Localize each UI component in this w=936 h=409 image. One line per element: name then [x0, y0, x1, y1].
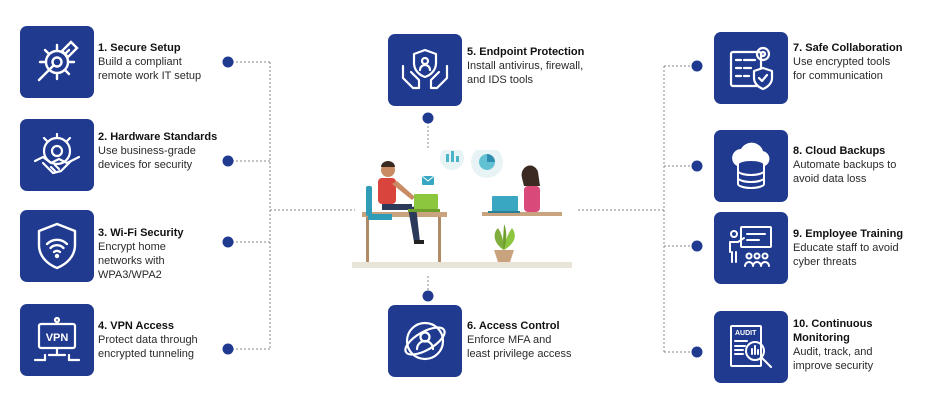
step-8-title: 8. Cloud Backups: [793, 145, 886, 157]
presentation-audience-icon: [729, 226, 772, 267]
step-2-tile: [20, 119, 94, 191]
step-10-line-2: improve security: [793, 360, 874, 372]
audit-label: AUDIT: [735, 330, 757, 337]
step-10-line-1: Audit, track, and: [793, 346, 873, 358]
step-10-tile: AUDIT: [714, 311, 788, 383]
step-5-line-2: and IDS tools: [467, 74, 534, 86]
step-7-text: 7. Safe Collaboration Use encrypted tool…: [793, 41, 902, 83]
step-2-title: 2. Hardware Standards: [98, 131, 218, 143]
step-1-line-1: Build a compliant: [98, 56, 182, 68]
audit-magnifier-icon: AUDIT: [730, 325, 772, 368]
step-3-line-2: networks with: [98, 255, 165, 267]
step-4-text: 4. VPN Access Protect data through encry…: [98, 319, 198, 361]
step-8-tile: [714, 130, 788, 202]
step-6-tile: [388, 305, 462, 377]
desk-right: [482, 212, 562, 216]
plant-pot: [494, 250, 514, 262]
step-7-line-1: Use encrypted tools: [793, 56, 891, 68]
step-9-line-1: Educate staff to avoid: [793, 242, 899, 254]
step-4-tile: VPN: [20, 304, 94, 376]
step-4-title: 4. VPN Access: [98, 320, 175, 332]
step-6-title: 6. Access Control: [467, 320, 560, 332]
step-2-text: 2. Hardware Standards Use business-grade…: [98, 130, 217, 172]
step-4-line-1: Protect data through: [98, 334, 198, 346]
desk-left: [362, 212, 447, 217]
document-shield-gear-icon: [729, 46, 774, 91]
step-7-tile: [714, 32, 788, 104]
step-3-tile: [20, 210, 94, 282]
step-6-line-1: Enforce MFA and: [467, 334, 552, 346]
step-6-line-2: least privilege access: [467, 348, 572, 360]
step-5-line-1: Install antivirus, firewall,: [467, 60, 584, 72]
laptop-right: [492, 196, 518, 212]
user-network-icon: [404, 321, 446, 361]
step-3-text: 3. Wi-Fi Security Encrypt home networks …: [98, 226, 183, 282]
step-3-line-1: Encrypt home: [98, 241, 166, 253]
step-7-title: 7. Safe Collaboration: [793, 42, 903, 54]
floor: [352, 262, 572, 268]
step-8-line-1: Automate backups to: [793, 159, 897, 171]
step-9-tile: [714, 212, 788, 284]
laptop-left: [414, 194, 438, 210]
step-1-line-2: remote work IT setup: [98, 70, 202, 82]
step-1-title: 1. Secure Setup: [98, 42, 181, 54]
step-9-line-2: cyber threats: [793, 256, 857, 268]
step-1-tile: [20, 26, 94, 98]
vpn-badge-text: VPN: [46, 332, 69, 344]
step-8-text: 8. Cloud Backups Automate backups to avo…: [793, 144, 896, 186]
step-9-text: 9. Employee Training Educate staff to av…: [793, 227, 903, 269]
step-9-title: 9. Employee Training: [793, 228, 904, 240]
gear-wrench-icon: [37, 40, 79, 82]
wifi-shield-icon: [37, 222, 77, 270]
step-3-title: 3. Wi-Fi Security: [98, 227, 184, 239]
step-10-title: 10. Continuous: [793, 318, 873, 330]
step-6-text: 6. Access Control Enforce MFA and least …: [467, 319, 572, 361]
step-5-tile: [388, 34, 462, 106]
step-10-text: 10. Continuous Monitoring Audit, track, …: [793, 317, 873, 373]
step-2-line-1: Use business-grade: [98, 145, 196, 157]
cloud-database-icon: [732, 142, 770, 190]
remote-work-illustration: [352, 150, 572, 268]
step-4-line-2: encrypted tunneling: [98, 348, 195, 360]
step-8-line-2: avoid data loss: [793, 173, 867, 185]
handshake-gear-icon: [33, 132, 81, 175]
step-7-line-2: for communication: [793, 70, 883, 82]
step-10-title-line-2: Monitoring: [793, 332, 850, 344]
hands-shield-icon: [401, 48, 449, 90]
step-5-title: 5. Endpoint Protection: [467, 46, 585, 58]
step-2-line-2: devices for security: [98, 159, 193, 171]
vpn-monitor-icon: VPN: [33, 316, 81, 362]
step-5-text: 5. Endpoint Protection Install antivirus…: [467, 45, 584, 87]
step-1-text: 1. Secure Setup Build a compliant remote…: [98, 41, 201, 83]
step-3-line-3: WPA3/WPA2: [98, 269, 162, 281]
